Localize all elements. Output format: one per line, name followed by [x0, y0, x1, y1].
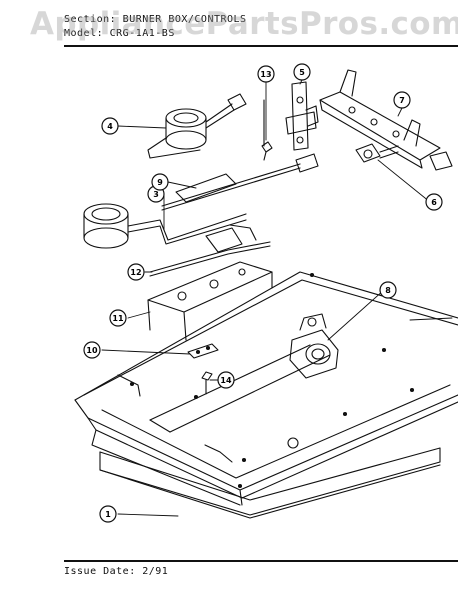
screw-14 — [201, 371, 213, 395]
mounting-bracket — [147, 261, 273, 341]
callout-4: 4 — [101, 117, 119, 135]
callout-5: 5 — [293, 63, 311, 81]
svg-text:9: 9 — [157, 178, 163, 187]
svg-text:4: 4 — [107, 122, 113, 131]
footer-rule — [64, 560, 458, 562]
watermark: AppliancePartsPros.com — [30, 6, 458, 42]
callout-6: 6 — [425, 193, 443, 211]
callout-8: 8 — [379, 281, 397, 299]
oven-burner — [83, 203, 257, 253]
valve-fitting — [355, 143, 399, 163]
callout-7: 7 — [393, 91, 411, 109]
svg-text:13: 13 — [260, 70, 271, 79]
header-rule — [64, 45, 458, 47]
callout-9: 9 — [151, 173, 169, 191]
callout-12: 12 — [127, 263, 145, 281]
callout-11: 11 — [109, 309, 127, 327]
callout-14: 14 — [217, 371, 235, 389]
heat-shield — [175, 173, 237, 203]
callouts: 1 3 4 5 6 7 8 9 10 11 12 13 14 — [83, 63, 443, 523]
pilot-tube — [149, 241, 271, 277]
svg-text:12: 12 — [130, 268, 141, 277]
valve-bracket — [285, 81, 319, 151]
gas-valve — [289, 313, 339, 379]
screw-13 — [261, 99, 273, 161]
svg-text:5: 5 — [299, 68, 305, 77]
callout-13: 13 — [257, 65, 275, 83]
svg-text:11: 11 — [112, 314, 124, 323]
gas-manifold — [319, 69, 453, 171]
callout-1: 1 — [99, 505, 117, 523]
section-title: Section: BURNER BOX/CONTROLS — [64, 14, 247, 25]
leader-lines — [101, 79, 453, 517]
issue-date: Issue Date: 2/91 — [64, 566, 169, 577]
callout-10: 10 — [83, 341, 101, 359]
cover-plate — [187, 343, 219, 359]
svg-text:1: 1 — [105, 510, 111, 519]
svg-text:7: 7 — [399, 96, 405, 105]
svg-text:3: 3 — [153, 190, 159, 199]
svg-text:6: 6 — [431, 198, 437, 207]
svg-text:10: 10 — [86, 346, 98, 355]
broil-burner — [147, 93, 247, 159]
base-panel — [99, 447, 441, 519]
burner-box-tray — [74, 271, 458, 506]
svg-text:14: 14 — [220, 376, 232, 385]
svg-text:8: 8 — [385, 286, 391, 295]
gas-supply-tube — [161, 153, 319, 211]
model-title: Model: CRG-1A1-BS — [64, 28, 175, 39]
